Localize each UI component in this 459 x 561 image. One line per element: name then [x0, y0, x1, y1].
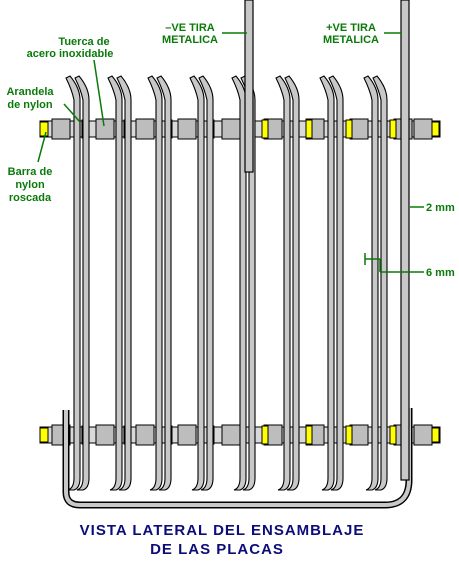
nut-label-line1: Tuerca de [58, 36, 109, 48]
nylon-washer [345, 425, 353, 445]
gap-2mm-label: 2 mm [426, 202, 455, 214]
electrode-plate [147, 75, 163, 491]
stainless-nut [95, 118, 115, 140]
positive-metal-strip [400, 0, 410, 481]
electrode-plate [189, 75, 205, 491]
stainless-nut [349, 118, 369, 140]
negative-strip-label-line1: –VE TIRA [165, 22, 215, 34]
electrode-plate [328, 75, 344, 491]
electrode-plate [284, 75, 300, 491]
stainless-nut [177, 424, 197, 446]
electrode-plate [363, 75, 379, 491]
gap-6mm-label: 6 mm [426, 267, 455, 279]
rod-label-line2: nylon [15, 179, 45, 191]
stainless-nut [51, 118, 71, 140]
annotation-labels: Tuerca de acero inoxidable Arandela de n… [6, 22, 454, 279]
rod-end-caps [39, 121, 440, 443]
washer-label-line2: de nylon [7, 99, 53, 111]
stainless-nut [135, 424, 155, 446]
washer-label-line1: Arandela [6, 86, 54, 98]
electrode-plate [74, 75, 90, 491]
nylon-washer [305, 425, 313, 445]
nut-label-line2: acero inoxidable [27, 48, 114, 60]
nylon-washer [389, 425, 397, 445]
electrode-plate [156, 75, 172, 491]
electrode-plate [198, 75, 214, 491]
electrode-plate [65, 75, 81, 491]
nylon-washer [389, 119, 397, 139]
stainless-nut [221, 424, 241, 446]
leader-lines [37, 32, 424, 273]
electrode-plate [107, 75, 123, 491]
stainless-nut [95, 424, 115, 446]
nylon-washer [261, 119, 269, 139]
electrode-plate [231, 75, 247, 491]
diagram-title: VISTA LATERAL DEL ENSAMBLAJE DE LAS PLAC… [80, 522, 365, 558]
stainless-nut [221, 118, 241, 140]
rod-label-line3: roscada [9, 192, 52, 204]
title-line2: DE LAS PLACAS [150, 541, 284, 558]
nylon-washer [345, 119, 353, 139]
positive-strip-label-line2: METALICA [323, 34, 379, 46]
electrode-plate [240, 75, 256, 491]
nylon-washer [305, 119, 313, 139]
stainless-nut [413, 118, 433, 140]
rod-label-line1: Barra de [8, 166, 53, 178]
title-line1: VISTA LATERAL DEL ENSAMBLAJE [80, 522, 365, 539]
electrode-plate [319, 75, 335, 491]
stainless-nut [349, 424, 369, 446]
negative-metal-strip [244, 0, 254, 173]
positive-strip-label-line1: +VE TIRA [326, 22, 376, 34]
electrode-plate [372, 75, 388, 491]
plate-stack [65, 75, 388, 491]
negative-strip-label-line2: METALICA [162, 34, 218, 46]
stainless-nut [135, 118, 155, 140]
negative-bottom-strip [62, 408, 413, 509]
stainless-nut [413, 424, 433, 446]
nylon-washer [261, 425, 269, 445]
stainless-nut [177, 118, 197, 140]
electrode-plate [275, 75, 291, 491]
electrode-plate [116, 75, 132, 491]
